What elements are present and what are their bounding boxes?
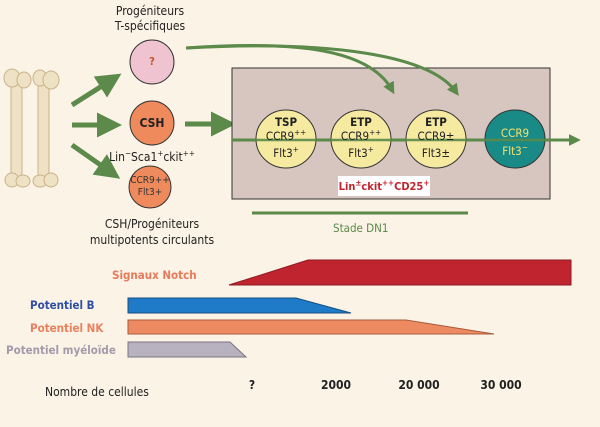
cell-count-value-3: 20 000 bbox=[398, 378, 440, 392]
bone-icon bbox=[3, 68, 60, 188]
etp2-line1: CCR9± bbox=[417, 129, 455, 143]
etp1-line2: Flt3+ bbox=[348, 145, 374, 160]
phenotype-text: Lin±ckit++CD25+ bbox=[338, 178, 430, 193]
arrow-to-progenitor bbox=[70, 73, 122, 108]
csh-node bbox=[129, 100, 175, 146]
circulating-node-line1: CCR9++ bbox=[130, 175, 170, 186]
progenitor-t-node bbox=[129, 39, 175, 85]
cell-count-label: Nombre de cellules bbox=[45, 385, 149, 399]
cell-count-value-1: ? bbox=[248, 378, 256, 392]
b-potential-shape bbox=[127, 297, 352, 314]
ccr9-line2: Flt3− bbox=[502, 143, 528, 158]
circulating-node bbox=[128, 165, 172, 209]
myeloid-potential-label: Potentiel myéloïde bbox=[6, 343, 116, 357]
progenitor-t-title-line2: T-spécifiques bbox=[114, 19, 186, 33]
circulating-node-line2: Flt3+ bbox=[137, 187, 163, 198]
tsp-line2: Flt3+ bbox=[273, 145, 299, 160]
progenitor-t-title-line1: Progéniteurs bbox=[115, 4, 185, 18]
csh-markers: Lin−Sca1+ckit++ bbox=[109, 149, 195, 164]
ccr9-line1: CCR9 bbox=[500, 126, 530, 140]
curve-arrow-to-etp2 bbox=[185, 44, 459, 96]
circulating-caption-line1: CSH/Progéniteurs bbox=[104, 217, 200, 231]
etp2-line2: Flt3± bbox=[421, 146, 451, 160]
b-potential-label: Potentiel B bbox=[30, 298, 95, 312]
tsp-line1: CCR9++ bbox=[265, 128, 307, 143]
notch-signal-label: Signaux Notch bbox=[112, 268, 197, 282]
stage-dn1-label: Stade DN1 bbox=[333, 221, 389, 235]
etp1-name: ETP bbox=[350, 115, 372, 129]
nk-potential-label: Potentiel NK bbox=[30, 321, 104, 335]
cell-count-value-4: 30 000 bbox=[480, 378, 522, 392]
progenitor-t-node-label: ? bbox=[149, 55, 155, 68]
etp2-name: ETP bbox=[425, 115, 447, 129]
tsp-name: TSP bbox=[274, 115, 298, 129]
etp1-line1: CCR9++ bbox=[340, 128, 382, 143]
nk-potential-shape bbox=[127, 319, 495, 335]
arrow-to-circulating bbox=[70, 142, 121, 179]
cell-count-value-2: 2000 bbox=[320, 378, 352, 392]
myeloid-potential-shape bbox=[127, 341, 248, 358]
csh-node-label: CSH bbox=[139, 116, 165, 130]
notch-signal-shape bbox=[228, 259, 572, 286]
circulating-caption-line2: multipotents circulants bbox=[89, 233, 215, 247]
phenotype-box bbox=[338, 176, 430, 196]
